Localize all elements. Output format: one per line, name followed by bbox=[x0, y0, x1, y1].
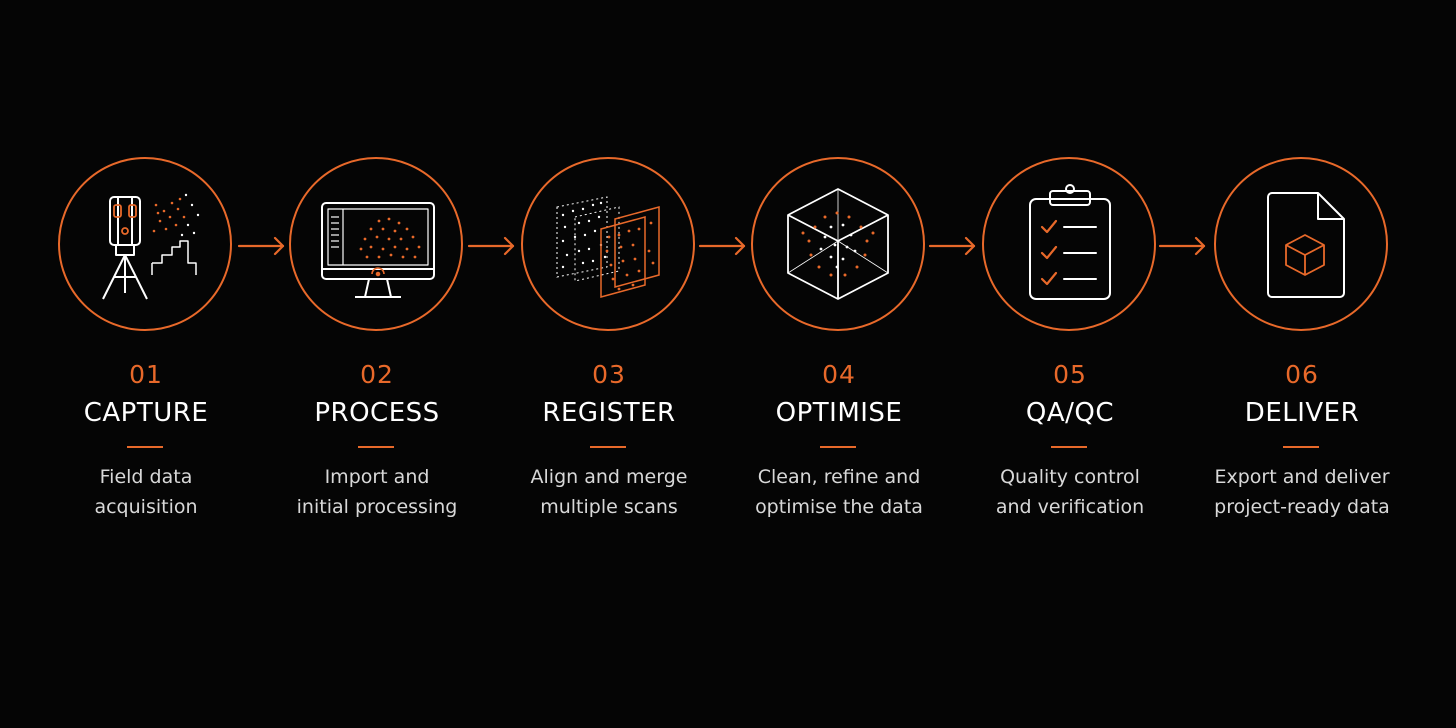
step-description: Import and initial processing bbox=[262, 462, 492, 522]
step-description: Clean, refine and optimise the data bbox=[724, 462, 954, 522]
step-process: 02 PROCESS Import and initial processing bbox=[262, 0, 492, 728]
step-capture: 01 CAPTURE Field data acquisition bbox=[31, 0, 261, 728]
step-title: REGISTER bbox=[542, 398, 676, 428]
step-description-line: Field data bbox=[99, 466, 193, 488]
step-description-line: project-ready data bbox=[1214, 496, 1390, 518]
step-title: DELIVER bbox=[1244, 398, 1360, 428]
step-divider bbox=[820, 446, 856, 448]
arrow-right-icon bbox=[698, 236, 746, 256]
step-deliver: 06 DELIVER Export and deliver project-re… bbox=[1187, 0, 1417, 728]
cube-point-cloud-icon bbox=[787, 188, 889, 300]
step-number: 01 bbox=[129, 360, 163, 389]
step-divider bbox=[1051, 446, 1087, 448]
step-description: Export and deliver project-ready data bbox=[1187, 462, 1417, 522]
arrow-right-icon bbox=[237, 236, 285, 256]
step-description-line: Quality control bbox=[1000, 466, 1140, 488]
step-circle bbox=[521, 157, 695, 331]
step-title: QA/QC bbox=[1025, 398, 1115, 428]
arrow-right-icon bbox=[467, 236, 515, 256]
step-description-line: acquisition bbox=[94, 496, 198, 518]
step-divider bbox=[590, 446, 626, 448]
step-number: 06 bbox=[1285, 360, 1319, 389]
step-description-line: Clean, refine and bbox=[757, 466, 921, 488]
step-description-line: Export and deliver bbox=[1214, 466, 1390, 488]
step-number: 05 bbox=[1053, 360, 1087, 389]
step-description: Field data acquisition bbox=[31, 462, 261, 522]
arrow-right-icon bbox=[1158, 236, 1206, 256]
step-description-line: Import and bbox=[324, 466, 430, 488]
step-circle bbox=[289, 157, 463, 331]
monitor-point-cloud-icon bbox=[321, 202, 435, 298]
step-divider bbox=[358, 446, 394, 448]
step-circle bbox=[58, 157, 232, 331]
document-cube-icon bbox=[1267, 192, 1345, 298]
step-description-line: Align and merge bbox=[530, 466, 688, 488]
merge-scans-icon bbox=[556, 196, 660, 298]
step-circle bbox=[982, 157, 1156, 331]
step-description: Quality control and verification bbox=[955, 462, 1185, 522]
step-qa-qc: 05 QA/QC Quality control and verificatio… bbox=[955, 0, 1185, 728]
step-circle bbox=[1214, 157, 1388, 331]
step-description-line: and verification bbox=[995, 496, 1145, 518]
step-description: Align and merge multiple scans bbox=[494, 462, 724, 522]
step-number: 03 bbox=[592, 360, 626, 389]
step-title: OPTIMISE bbox=[775, 398, 903, 428]
step-description-line: initial processing bbox=[296, 496, 458, 518]
step-optimise: 04 OPTIMISE Clean, refine and optimise t… bbox=[724, 0, 954, 728]
step-description-line: multiple scans bbox=[540, 496, 678, 518]
step-divider bbox=[127, 446, 163, 448]
clipboard-checklist-icon bbox=[1029, 184, 1111, 300]
step-title: CAPTURE bbox=[83, 398, 209, 428]
laser-scanner-icon bbox=[102, 193, 200, 300]
arrow-right-icon bbox=[928, 236, 976, 256]
step-register: 03 REGISTER Align and merge multiple sca… bbox=[494, 0, 724, 728]
step-divider bbox=[1283, 446, 1319, 448]
step-number: 02 bbox=[360, 360, 394, 389]
step-circle bbox=[751, 157, 925, 331]
step-number: 04 bbox=[822, 360, 856, 389]
step-description-line: optimise the data bbox=[755, 496, 923, 518]
step-title: PROCESS bbox=[314, 398, 440, 428]
